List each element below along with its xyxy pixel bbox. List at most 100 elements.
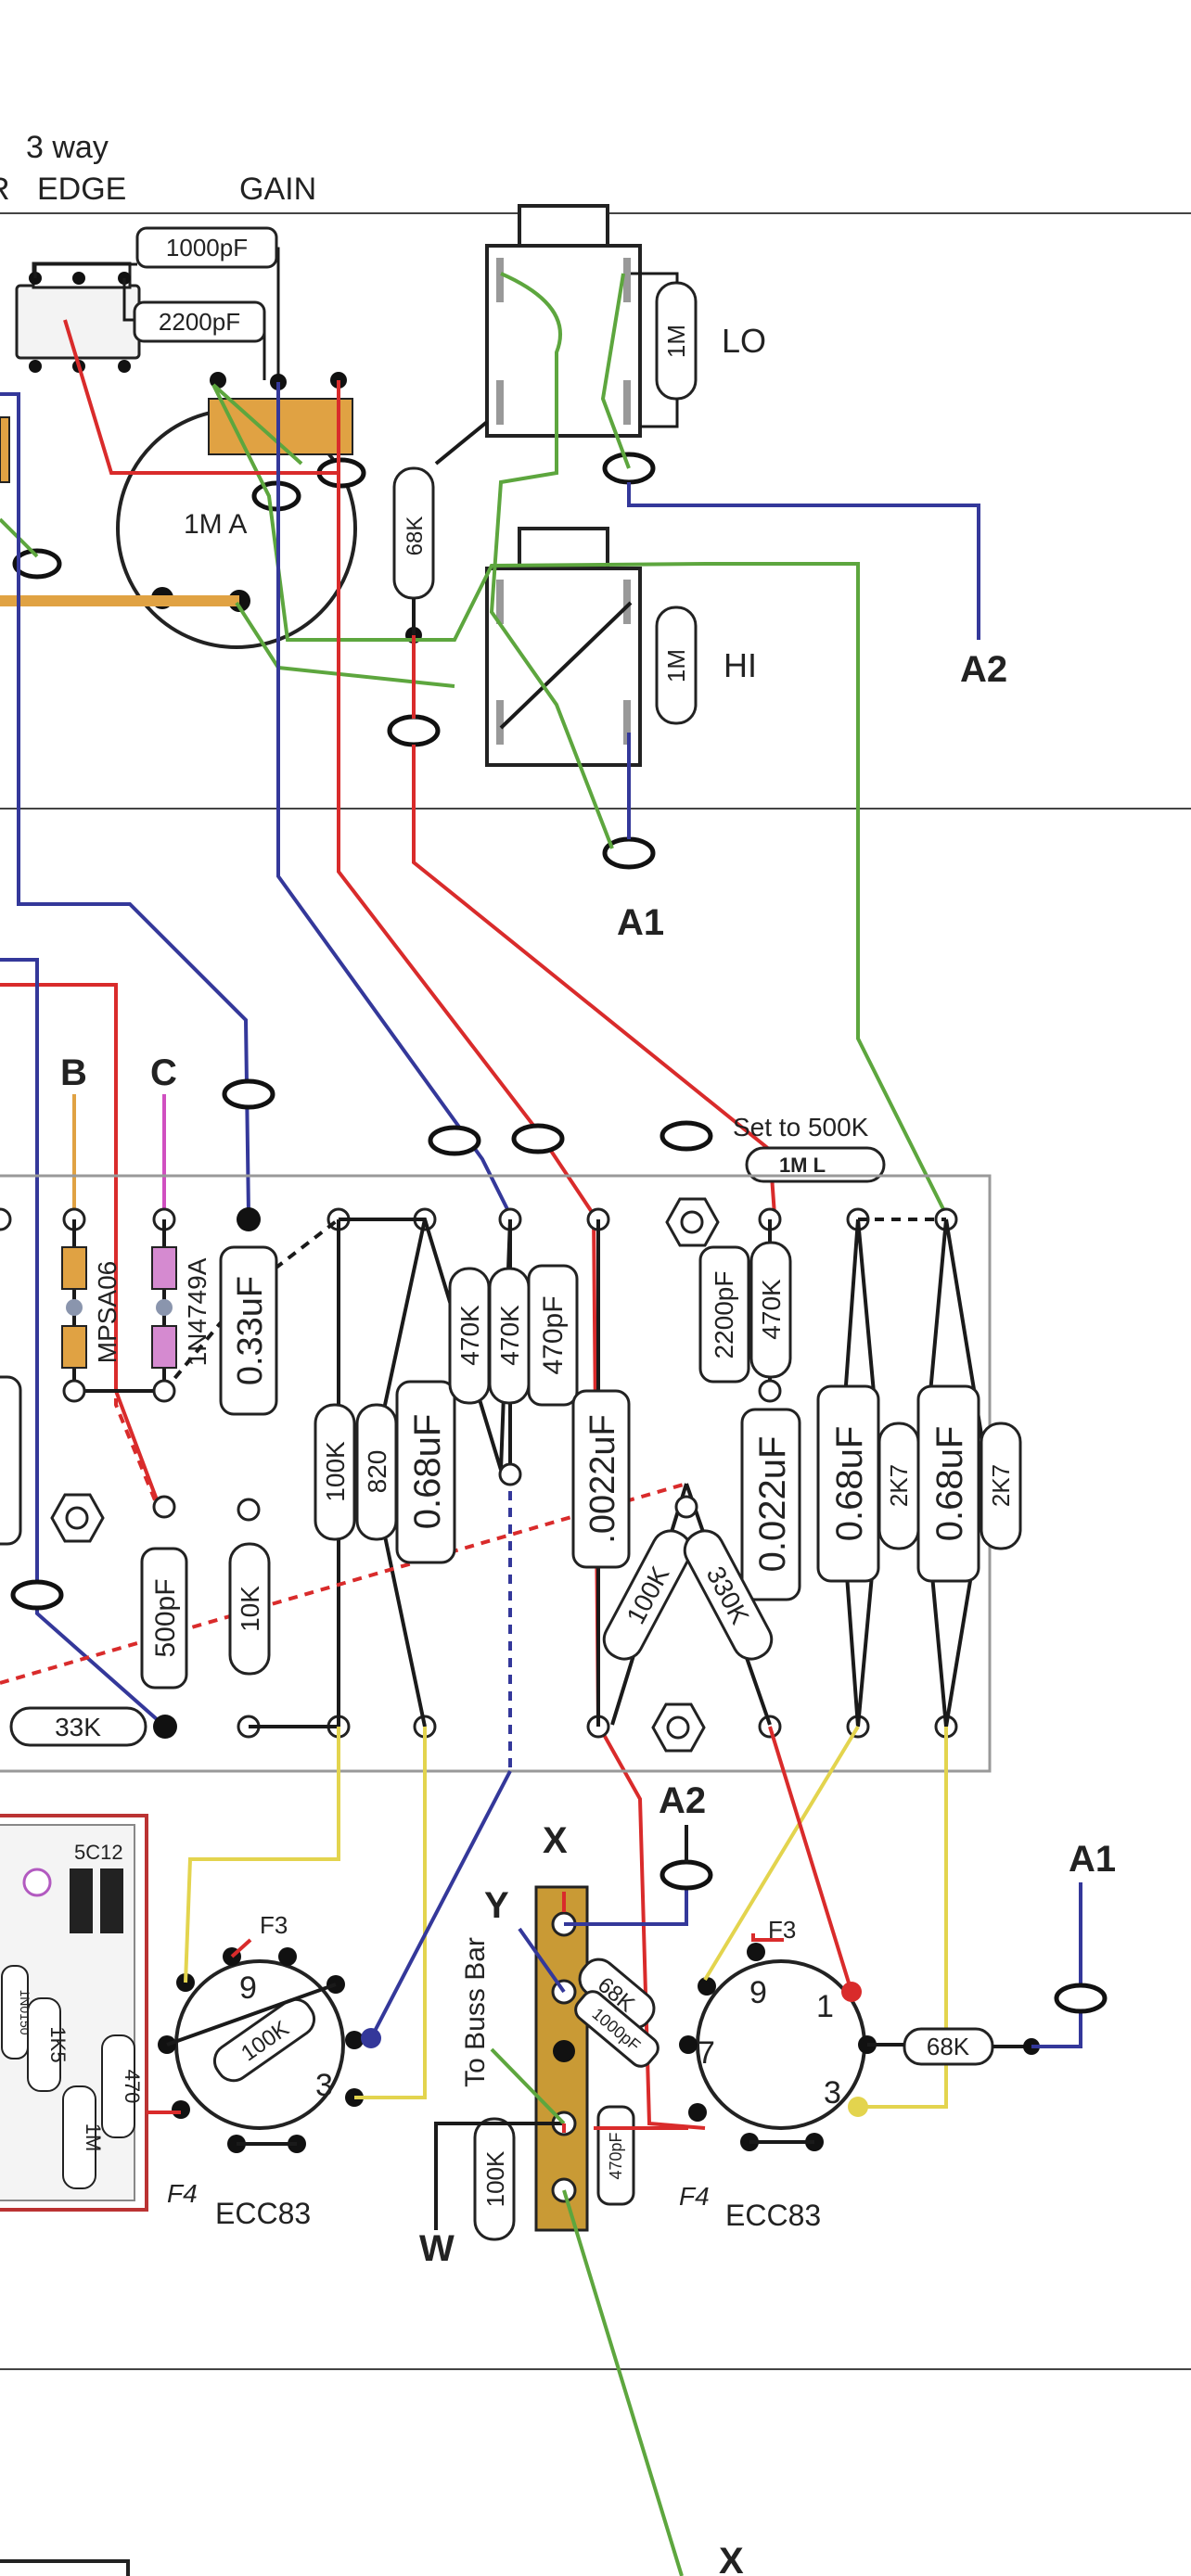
conn-a1-top: A1 — [617, 902, 664, 943]
side-board-res-label: 1K5 — [46, 2026, 70, 2062]
turret — [0, 1207, 12, 1231]
cap-0022uf-a — [571, 1389, 631, 1569]
left-component-stub — [0, 416, 10, 483]
switch-lug — [118, 360, 131, 373]
res-470k-c-label: 470K — [757, 1279, 786, 1340]
wire-green — [489, 272, 614, 849]
resistor-68k-jack-label: 68K — [403, 516, 428, 556]
tube-v2-pins — [679, 1943, 877, 2151]
component-470k-a: 470K — [448, 1267, 491, 1405]
cap-470pf-bus-label: 470pF — [607, 2132, 625, 2179]
turret-mid — [152, 1379, 176, 1403]
conn-a2-top: A2 — [960, 649, 1007, 690]
side-board-label: 5C12 — [74, 1841, 123, 1864]
cap-2200pf-b — [698, 1245, 750, 1384]
res-2k7-b-label: 2K7 — [987, 1464, 1015, 1507]
left-cap-partial — [0, 1375, 22, 1546]
res-100k-a — [314, 1403, 356, 1541]
tube-pin — [747, 1943, 765, 1961]
cap-1000pf-top — [135, 226, 278, 269]
cap-2200pf-top — [133, 300, 266, 343]
component-500pf: 500pF — [140, 1547, 188, 1690]
wire-green — [600, 273, 631, 469]
side-board-part — [70, 1868, 93, 1933]
wire-blue — [1031, 1882, 1082, 2048]
conn-x-bottom: X — [719, 2541, 744, 2576]
trim-pot — [745, 1146, 886, 1183]
tube-v1-f4: F4 — [167, 2179, 198, 2208]
wire-red — [114, 1298, 160, 1508]
tube-v2-name: ECC83 — [725, 2199, 821, 2232]
tube-pin — [278, 1947, 297, 1966]
cap-470pf-bus — [596, 2105, 635, 2206]
cap-500pf-label: 500pF — [150, 1578, 181, 1657]
jack-hi-label: HI — [724, 646, 757, 684]
jack-contact — [496, 700, 504, 745]
res-100k-bus-label: 100K — [481, 2150, 509, 2207]
cap-068uf-c — [916, 1384, 980, 1583]
jack-contact — [496, 580, 504, 624]
bottom-box-edge — [0, 2559, 130, 2576]
resistor-1m-hi — [655, 606, 698, 725]
component-470k-c: 470K — [749, 1241, 792, 1379]
tube-v1-name: ECC83 — [215, 2197, 311, 2230]
tube-v2-pin1: 1 — [816, 1989, 834, 2024]
wire-red — [147, 1938, 252, 2114]
res-10k-label: 10K — [236, 1586, 264, 1632]
side-board-res — [101, 2034, 135, 2138]
tube-pin — [345, 2031, 364, 2049]
slide-switch — [15, 284, 141, 360]
cap-500pf — [140, 1547, 188, 1690]
tube-v2-pin3: 3 — [824, 2075, 841, 2111]
component-10k: 10K — [228, 1542, 271, 1676]
cap-0022uf-b-label: 0.022uF — [752, 1436, 793, 1573]
jack-contact — [496, 258, 504, 302]
conn-b: B — [60, 1052, 87, 1093]
res-820-label: 820 — [363, 1450, 391, 1494]
wire-blue — [276, 382, 512, 1216]
res-470k-c — [749, 1241, 792, 1379]
wire-black — [434, 2122, 564, 2230]
wire-blue — [0, 392, 250, 1216]
solder-eye — [10, 1579, 64, 1611]
turret-filled — [153, 1715, 177, 1739]
side-board-res-label: 470 — [121, 2070, 144, 2104]
zener-mid — [156, 1299, 173, 1316]
wire-green — [211, 384, 948, 1216]
tube-v1-f3: F3 — [260, 1911, 288, 1939]
component-33k: 33K — [9, 1706, 147, 1747]
wire-blue — [564, 1882, 688, 1926]
res-100k-a-label: 100K — [321, 1441, 350, 1502]
tube-v1-pin9: 9 — [239, 1970, 257, 2006]
zener-label: 1N4749A — [183, 1257, 211, 1366]
buss-lug — [553, 2040, 575, 2062]
wire-black — [631, 272, 679, 428]
wire-red — [594, 1726, 853, 2130]
mpsa06-label: MPSA06 — [93, 1261, 122, 1364]
turret-mid — [237, 1498, 261, 1522]
cap-068uf-a — [395, 1380, 456, 1564]
turret-top-row — [0, 1207, 958, 1231]
res-100k-bus — [473, 2117, 516, 2241]
wire-blue — [0, 958, 167, 1728]
hex-hole — [680, 1210, 704, 1234]
component-068uf-a: 0.68uF — [395, 1380, 456, 1564]
component-0022uf-a: .0022uF — [571, 1389, 631, 1569]
hex-hole — [666, 1715, 690, 1740]
resistor-1m-lo-label: 1M — [662, 325, 690, 358]
conn-a1-bottom: A1 — [1069, 1839, 1116, 1880]
turret-mid — [152, 1495, 176, 1519]
res-470k-b-label: 470K — [495, 1305, 524, 1366]
solder-eye — [660, 1859, 713, 1891]
component-820: 820 — [355, 1403, 398, 1541]
jack-contact — [496, 380, 504, 425]
cap-033uf-label: 0.33uF — [231, 1276, 270, 1385]
turret-mid — [758, 1379, 782, 1403]
gain-pot-label: 1M A — [184, 509, 247, 540]
component-470pf: 470pF — [527, 1264, 579, 1407]
switch-lug — [29, 360, 42, 373]
component-068uf-c: 0.68uF — [916, 1384, 980, 1583]
solder-eye — [660, 1120, 713, 1152]
jack-contact — [623, 380, 631, 425]
zener-body — [151, 1325, 177, 1369]
